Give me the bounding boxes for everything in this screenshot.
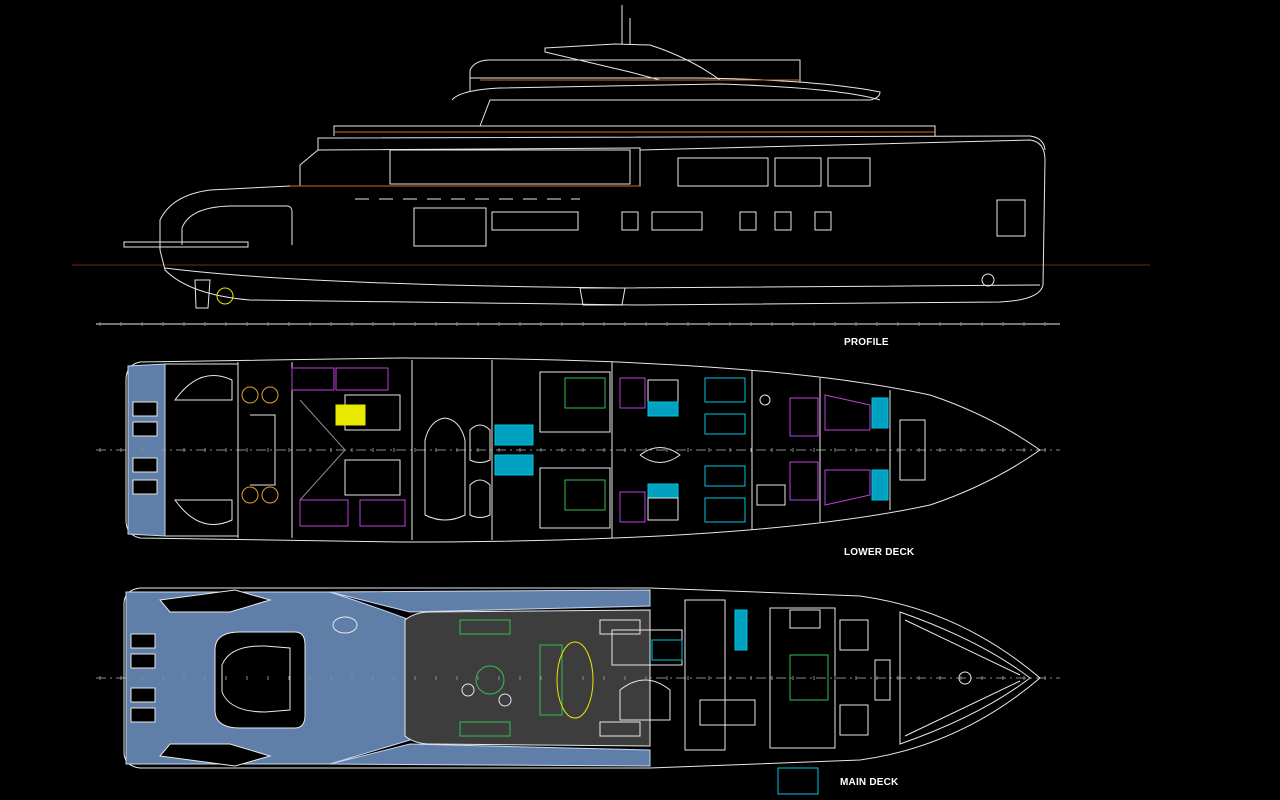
lower-deck-tender	[424, 417, 466, 521]
profile-logo-panel	[996, 199, 1026, 237]
profile-propeller	[216, 287, 234, 305]
profile-rudder	[194, 279, 211, 309]
profile-view	[72, 5, 1150, 326]
profile-keel-box	[579, 287, 626, 306]
main-deck-hull-outline	[123, 587, 1041, 769]
profile-main-deckline	[317, 135, 1046, 151]
main-deck-aft-stair-port	[159, 589, 272, 613]
main-deck-foredeck-diag-2	[904, 680, 1021, 737]
profile-window-8	[739, 211, 757, 231]
lower-deck-sunbeds	[132, 401, 158, 495]
profile-main-superstructure	[299, 147, 641, 186]
main-deck-aft-lounge	[214, 631, 306, 729]
profile-window-aft	[389, 149, 631, 185]
profile-hardtop	[451, 83, 881, 101]
lower-deck-beach-sofa	[250, 414, 276, 486]
lower-deck-crew-area	[756, 394, 926, 506]
main-deck-centerline-ticks	[99, 676, 1046, 680]
profile-radar-arch	[544, 43, 722, 81]
main-deck-saloon-furniture	[459, 619, 641, 737]
main-deck-view	[96, 587, 1060, 795]
profile-hull-chine	[164, 267, 1041, 289]
main-deck-side-deck-port	[329, 589, 651, 613]
profile-window-2	[774, 157, 822, 187]
main-deck-windlass	[958, 671, 972, 685]
lower-deck-beach-stair-top	[174, 375, 233, 401]
profile-swim-platform	[123, 241, 249, 248]
lower-deck-engine-room	[241, 367, 406, 527]
profile-aft-opening	[181, 205, 293, 245]
profile-window-9	[774, 211, 792, 231]
profile-window-7	[651, 211, 703, 231]
main-deck-foredeck-diag-1	[904, 619, 1021, 676]
profile-anchor-pocket	[981, 273, 995, 287]
lower-deck-jetski-1	[469, 424, 491, 463]
main-deck-view-title: MAIN DECK	[840, 777, 899, 788]
main-deck-side-boarding	[777, 767, 819, 795]
lower-deck-centerline-ticks	[99, 448, 1046, 452]
lower-deck-jetski-2	[469, 479, 491, 518]
main-deck-foredeck	[899, 611, 1031, 745]
profile-hull	[159, 139, 1046, 306]
profile-window-3	[827, 157, 871, 187]
profile-window-5	[491, 211, 579, 231]
main-deck-jacuzzi	[332, 616, 358, 634]
main-deck-galley	[611, 599, 756, 751]
main-deck-aft-stair-stbd	[159, 743, 272, 767]
lower-deck-view	[96, 357, 1060, 543]
lower-deck-swim-platform	[127, 363, 166, 537]
lower-deck-guest-cabins	[494, 371, 746, 529]
profile-ruler-ticks	[99, 322, 1046, 326]
profile-flybridge	[469, 59, 801, 92]
profile-window-1	[677, 157, 769, 187]
profile-window-6	[621, 211, 639, 231]
main-deck-side-deck-starboard	[329, 743, 651, 767]
main-deck-aft-lounge-seat	[221, 645, 291, 713]
profile-window-10	[814, 211, 832, 231]
main-deck-saloon	[404, 609, 651, 747]
profile-view-title: PROFILE	[844, 337, 889, 348]
lower-deck-beach-stair-bottom	[174, 499, 233, 525]
lower-deck-view-title: LOWER DECK	[844, 547, 915, 558]
profile-upper-deck	[333, 125, 936, 136]
main-deck-sunbeds	[130, 633, 156, 723]
profile-window-4	[413, 207, 487, 247]
